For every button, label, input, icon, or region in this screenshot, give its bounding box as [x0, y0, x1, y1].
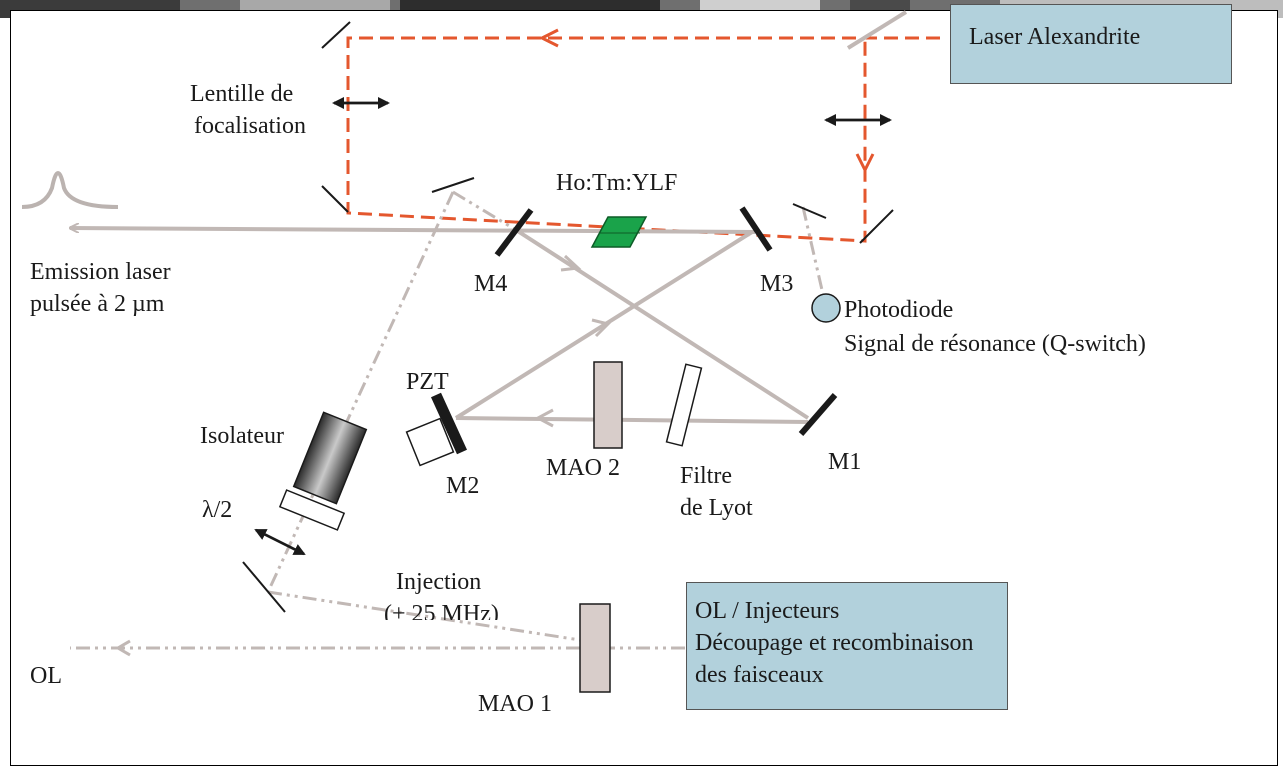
injection-label-2: (+ 25 MHz) [384, 601, 499, 620]
dash-dot-beams [70, 190, 824, 650]
mao2-modulator [593, 361, 623, 449]
mao2-label: MAO 2 [546, 455, 621, 481]
mirror-m1-label: M1 [828, 449, 862, 475]
mirror-m2-label: M2 [446, 473, 480, 499]
emission-label-2: pulsée à 2 µm [30, 291, 165, 317]
mirror-m4-label: M4 [474, 271, 508, 297]
pulse-shape-icon [21, 171, 119, 209]
isolator [292, 411, 368, 505]
injection-label-1: Injection [396, 569, 482, 595]
laser-alexandrite-box: Laser Alexandrite [950, 4, 1232, 84]
pump-beam [346, 36, 940, 243]
diagram-frame [10, 10, 1278, 766]
translation-arrows [254, 97, 892, 556]
pzt-block [405, 417, 455, 467]
mirrors [242, 21, 894, 613]
filtre-label-1: Filtre [680, 463, 732, 489]
isolateur-label: Isolateur [200, 423, 284, 449]
cavity-beam-arrows [534, 254, 611, 428]
ol-arrow [115, 639, 131, 657]
crystal-ho-tm-ylf [590, 216, 648, 248]
lyot-filter [665, 363, 703, 447]
crystal-label: Ho:Tm:YLF [556, 170, 678, 196]
ol-injecteurs-label-3: des faisceaux [695, 662, 824, 688]
laser-alexandrite-label: Laser Alexandrite [969, 24, 1141, 50]
photodiode-label-1: Photodiode [844, 297, 954, 323]
ol-injecteurs-label-2: Découpage et recombinaison [695, 630, 974, 656]
lambda2-label: λ/2 [202, 497, 233, 523]
filtre-label-2: de Lyot [680, 495, 753, 521]
half-wave-plate [278, 489, 346, 531]
lentille-label-2: focalisation [194, 113, 306, 139]
alexandrite-output-beam [846, 10, 908, 50]
photodiode [811, 293, 841, 323]
emission-beam [70, 228, 756, 234]
ol-label: OL [30, 663, 62, 689]
ol-injecteurs-label-1: OL / Injecteurs [695, 598, 840, 624]
mao1-label: MAO 1 [478, 691, 553, 717]
mao1-modulator [579, 603, 611, 693]
cavity-beams [454, 228, 810, 424]
mirror-m4 [494, 208, 534, 257]
mirror-m3 [739, 206, 773, 252]
photodiode-label-2: Signal de résonance (Q-switch) [844, 331, 1146, 357]
lentille-label-1: Lentille de [190, 81, 294, 107]
emission-label-1: Emission laser [30, 259, 171, 285]
injection-label-2-clip: (+ 25 MHz) [384, 598, 499, 620]
mirror-m2 [430, 392, 468, 455]
pump-beam-arrows [538, 28, 875, 174]
mirror-m1 [798, 393, 838, 436]
ol-injecteurs-box: OL / Injecteurs Découpage et recombinais… [686, 582, 1008, 710]
pzt-label: PZT [406, 369, 449, 395]
mirror-m3-label: M3 [760, 271, 794, 297]
